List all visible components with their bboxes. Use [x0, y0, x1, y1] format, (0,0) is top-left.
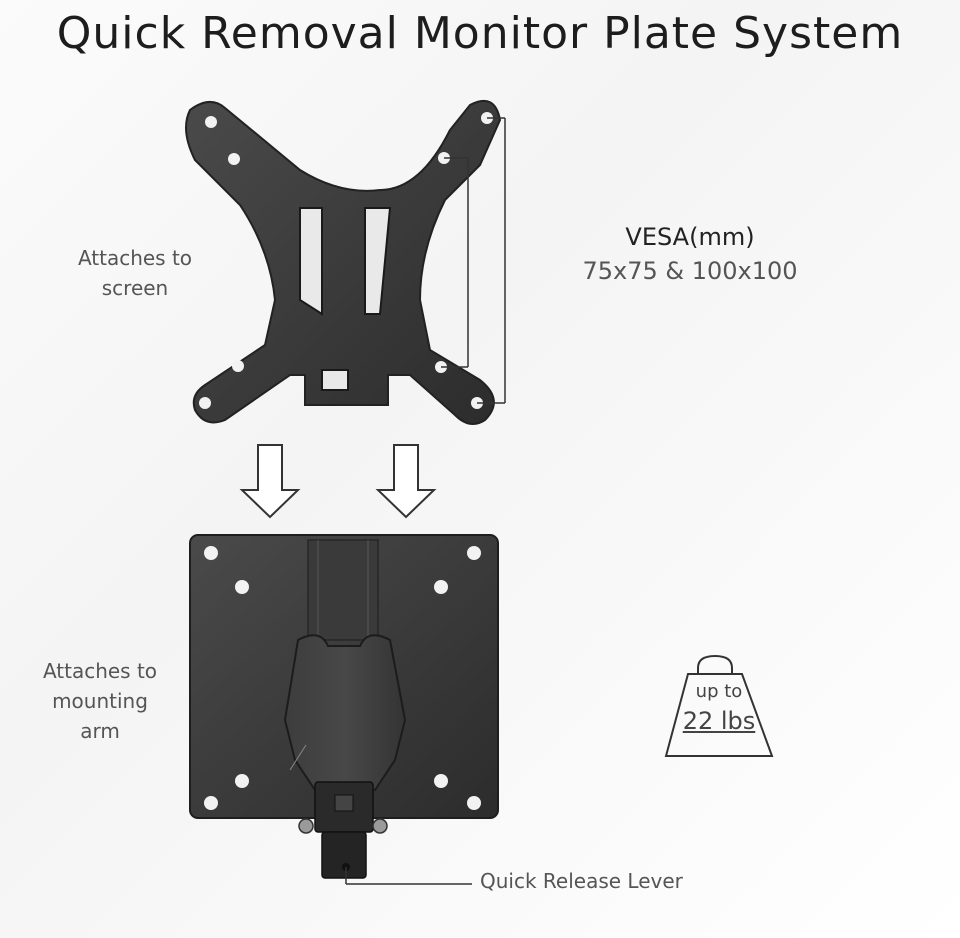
- attach-screen-line-1: Attaches to: [77, 246, 193, 270]
- attach-arm-line-2: mounting: [52, 689, 148, 713]
- vesa-sizes: 75x75 & 100x100: [582, 257, 798, 285]
- weight-bag-icon: [664, 654, 774, 757]
- attach-arm-line-3: arm: [80, 719, 120, 743]
- weight-badge: up to 22 lbs: [666, 680, 772, 738]
- page-title: Quick Removal Monitor Plate System: [56, 8, 904, 59]
- weight-line-1: up to: [695, 681, 743, 702]
- release-lever-leader: [345, 867, 472, 885]
- vesa-dimension-bracket: [441, 117, 506, 404]
- mounting-plate-bottom: [189, 534, 499, 879]
- vesa-heading: VESA(mm): [625, 223, 755, 251]
- attach-arm-label: Attaches to mounting arm: [25, 656, 175, 746]
- attach-screen-label: Attaches to screen: [60, 243, 210, 303]
- down-arrow-icon: [239, 444, 301, 519]
- attach-screen-line-2: screen: [101, 276, 169, 300]
- vesa-info: VESA(mm) 75x75 & 100x100: [570, 220, 810, 288]
- down-arrow-icon: [375, 444, 437, 519]
- attach-arm-line-1: Attaches to: [42, 659, 158, 683]
- vesa-plate-top: [185, 100, 502, 425]
- release-lever-label: Quick Release Lever: [480, 869, 683, 893]
- weight-line-2: 22 lbs: [682, 707, 756, 735]
